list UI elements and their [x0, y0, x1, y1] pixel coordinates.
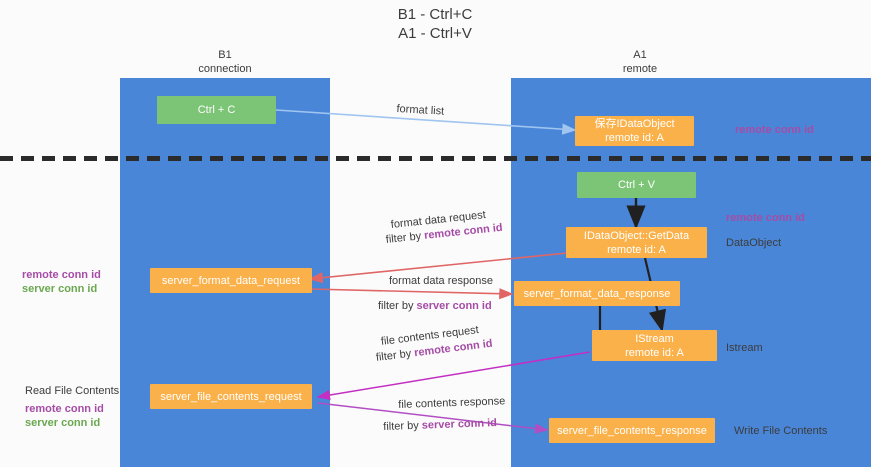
edge-filter-key-server-conn-id: server conn id — [416, 300, 492, 312]
label-istream: Istream — [726, 342, 763, 354]
box-ctrl-v[interactable]: Ctrl + V — [577, 172, 696, 198]
page-title: B1 - Ctrl+C A1 - Ctrl+V — [397, 6, 473, 42]
connector-format-data-response — [309, 288, 514, 300]
label-left-server-conn-id: server conn id — [22, 283, 98, 295]
edge-filter-prefix-2: filter by — [378, 300, 417, 312]
box-getdata-line1: IDataObject::GetData — [583, 229, 690, 242]
label-left-remote-conn-id: remote conn id — [22, 269, 101, 281]
box-server-format-data-request-line1: server_format_data_request — [161, 274, 301, 287]
box-server-format-data-request[interactable]: server_format_data_request — [150, 268, 312, 293]
box-istream-line1: IStream — [635, 332, 674, 345]
edge-label-format-data-response-line2: filter by server conn id — [378, 298, 492, 314]
box-server-format-data-response[interactable]: server_format_data_response — [514, 281, 680, 306]
box-save-idataobject[interactable]: 保存IDataObject remote id: A — [575, 116, 694, 146]
edge-filter-prefix-4: filter by — [383, 419, 422, 433]
label-left-remote-conn-id-2: remote conn id — [25, 403, 104, 415]
box-server-file-contents-response[interactable]: server_file_contents_response — [549, 418, 715, 443]
box-server-file-contents-request-line1: server_file_contents_request — [160, 390, 302, 403]
label-read-file-contents: Read File Contents — [25, 385, 120, 397]
label-remote-conn-id-top: remote conn id — [735, 124, 814, 136]
box-server-format-data-response-line1: server_format_data_response — [523, 287, 671, 300]
edge-filter-prefix-3: filter by — [375, 347, 415, 364]
box-server-file-contents-response-line1: server_file_contents_response — [557, 424, 707, 437]
box-idataobject-getdata[interactable]: IDataObject::GetData remote id: A — [566, 227, 707, 258]
box-ctrl-c-line1: Ctrl + C — [197, 104, 236, 116]
box-save-idataobject-line2: remote id: A — [605, 132, 664, 144]
box-istream-line2: remote id: A — [625, 346, 684, 359]
lane-title-b1: B1 connection — [198, 49, 252, 75]
edge-label-format-data-response-line1: format data response — [389, 275, 493, 287]
box-server-file-contents-request[interactable]: server_file_contents_request — [150, 384, 312, 409]
edge-label-file-contents-response-line2: filter by server conn id — [383, 415, 497, 435]
box-ctrl-c[interactable]: Ctrl + C — [157, 96, 276, 124]
phase-separator — [0, 156, 871, 161]
label-remote-conn-id-mid: remote conn id — [726, 212, 805, 224]
box-getdata-line2: remote id: A — [607, 243, 666, 256]
label-left-server-conn-id-2: server conn id — [25, 417, 101, 429]
lane-title-a1: A1 remote — [622, 49, 658, 75]
box-istream[interactable]: IStream remote id: A — [592, 330, 717, 361]
box-ctrl-v-line1: Ctrl + V — [618, 179, 655, 191]
edge-label-format-list: format list — [396, 102, 445, 118]
label-dataobject: DataObject — [726, 237, 782, 249]
box-save-idataobject-line1: 保存IDataObject — [594, 118, 675, 130]
edge-label-file-contents-response-line1: file contents response — [398, 395, 506, 411]
edge-filter-prefix: filter by — [385, 229, 425, 246]
edge-filter-key-server-conn-id-2: server conn id — [421, 417, 498, 432]
label-write-file-contents: Write File Contents — [734, 425, 828, 437]
